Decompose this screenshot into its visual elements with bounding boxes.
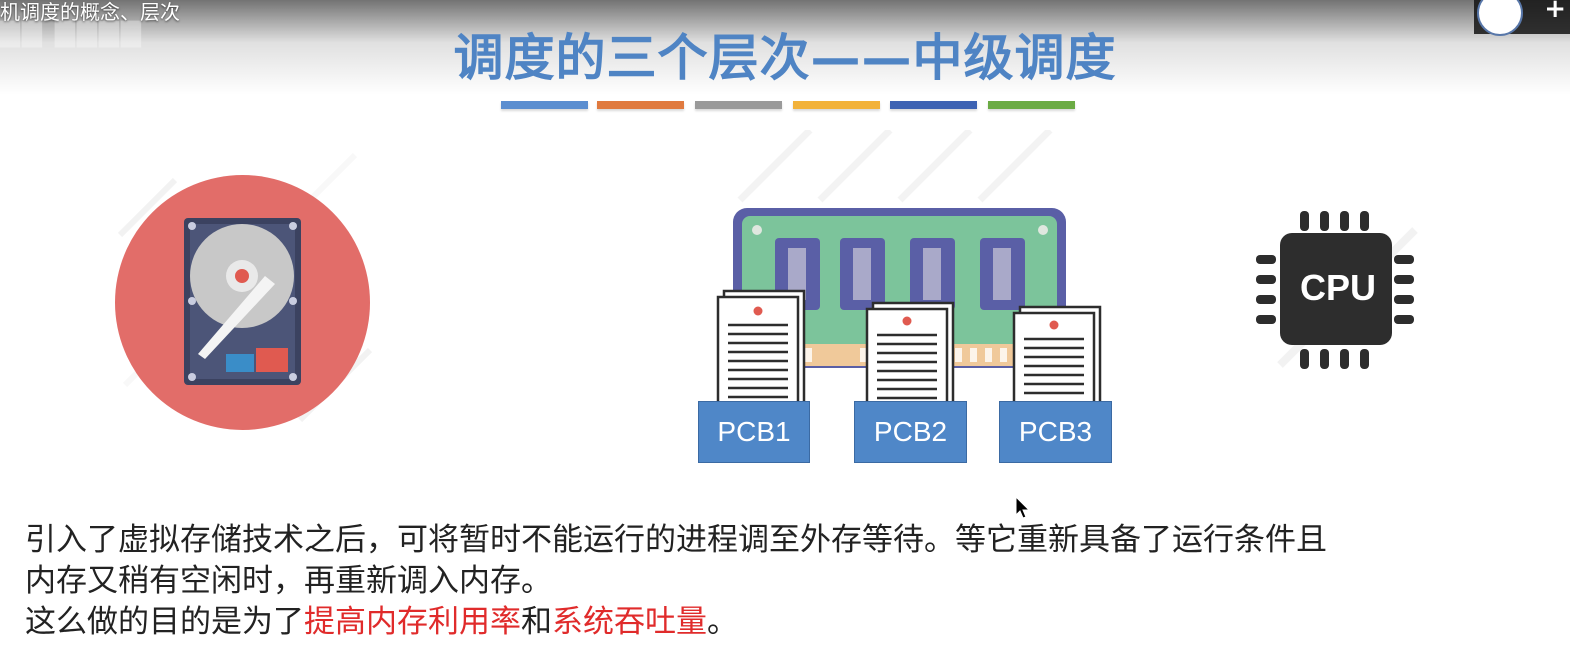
pcb1-document [716,289,806,405]
pcb3-label: PCB3 [999,401,1112,463]
paragraph-line-1: 引入了虚拟存储技术之后，可将暂时不能运行的进程调至外存等待。等它重新具备了运行条… [25,522,1327,558]
cpu-label: CPU [1299,267,1376,308]
paragraph-suffix: 。 [707,604,738,640]
university-logo-icon [1477,0,1523,36]
hard-disk-icon [184,218,301,385]
title-bar-blue [501,101,588,109]
mouse-cursor-icon [1015,496,1031,519]
title-bar-yellow [793,101,880,109]
title-bar-green [988,101,1075,109]
slide-paragraph: 引入了虚拟存储技术之后，可将暂时不能运行的进程调至外存等待。等它重新具备了运行条… [25,520,1555,643]
paragraph-line-2: 内存又稍有空闲时，再重新调入内存。 [25,563,552,599]
video-title: 机调度的概念、层次 [0,0,180,24]
highlight-memory-utilization: 提高内存利用率 [304,604,521,640]
watermark: ▇▇ ▇▇▇▇ [0,18,144,48]
title-bar-gray [695,101,782,109]
cpu-icon [1256,211,1418,369]
add-button[interactable]: + [1544,0,1566,24]
paragraph-line-3: 这么做的目的是为了提高内存利用率和系统吞吐量。 [25,602,1555,643]
ram-module-icon [733,130,1066,368]
pcb2-label: PCB2 [854,401,967,463]
pcb-documents [716,289,1102,405]
paragraph-connector: 和 [521,604,552,640]
title-bar-orange [597,101,684,109]
pcb2-document [865,301,955,405]
pcb3-document [1012,305,1102,405]
pcb1-label: PCB1 [698,401,810,463]
video-top-overlay [0,0,1570,95]
title-bar-navy [890,101,977,109]
highlight-system-throughput: 系统吞吐量 [552,604,707,640]
slide-title: 调度的三个层次——中级调度 [453,29,1117,87]
paragraph-line-3-prefix: 这么做的目的是为了 [25,604,304,640]
